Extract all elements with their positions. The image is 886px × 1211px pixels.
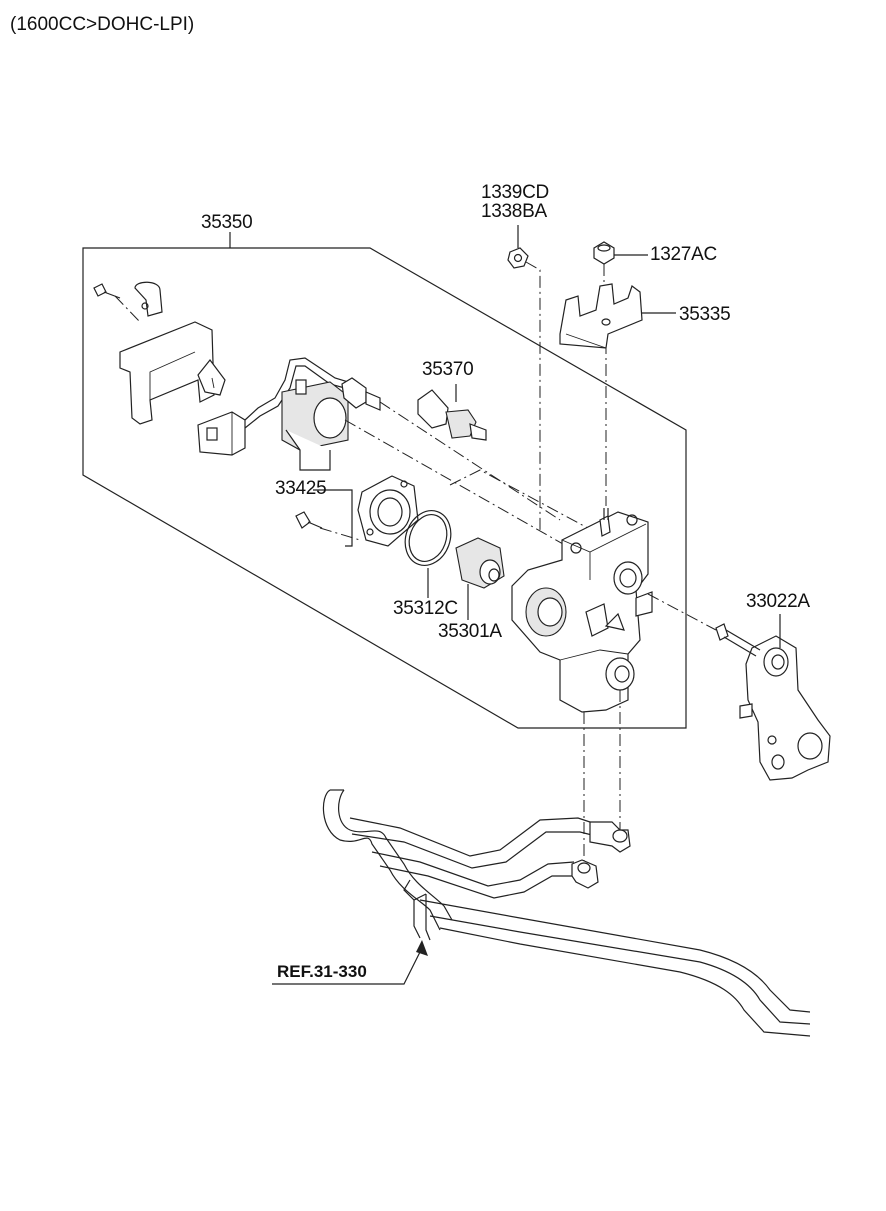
- solenoid-body-33425: [281, 379, 349, 471]
- bracket-bolt: [93, 283, 121, 299]
- mounting-stud: [715, 623, 761, 657]
- part-label-35370: 35370: [422, 359, 474, 380]
- pressure-sensor-35370: [417, 389, 487, 441]
- fuel-pipes: [322, 789, 811, 1037]
- part-label-33022A: 33022A: [746, 591, 810, 612]
- reference-arrow: [272, 940, 428, 985]
- nut-1339CD: [507, 247, 529, 269]
- regulator-valve-body: [511, 508, 653, 713]
- nut-1327AC: [593, 241, 615, 265]
- part-label-1339CD: 1339CD: [481, 182, 549, 203]
- part-label-1327AC: 1327AC: [650, 244, 717, 265]
- mounting-bracket: [119, 281, 226, 425]
- part-label-35312C: 35312C: [393, 598, 458, 619]
- part-label-35350: 35350: [201, 212, 253, 233]
- filter-cover: [357, 475, 419, 547]
- part-label-33425: 33425: [275, 478, 327, 499]
- o-ring-35312C: [404, 510, 452, 566]
- wire-connector: [197, 357, 356, 456]
- filter-element-35301A: [455, 537, 505, 589]
- assembly-boundary-35350: [82, 247, 687, 729]
- part-label-35301A: 35301A: [438, 621, 502, 642]
- sensor-fitting: [341, 377, 381, 411]
- mount-bracket-33022A: [739, 635, 831, 781]
- diagram-header: (1600CC>DOHC-LPI): [10, 14, 195, 35]
- reference-label[interactable]: REF.31-330: [277, 962, 367, 981]
- part-label-35335: 35335: [679, 304, 731, 325]
- bracket-35335: [559, 283, 643, 349]
- cover-bolt: [295, 511, 323, 529]
- bracket-33425: [345, 489, 353, 547]
- part-label-1338BA: 1338BA: [481, 201, 547, 222]
